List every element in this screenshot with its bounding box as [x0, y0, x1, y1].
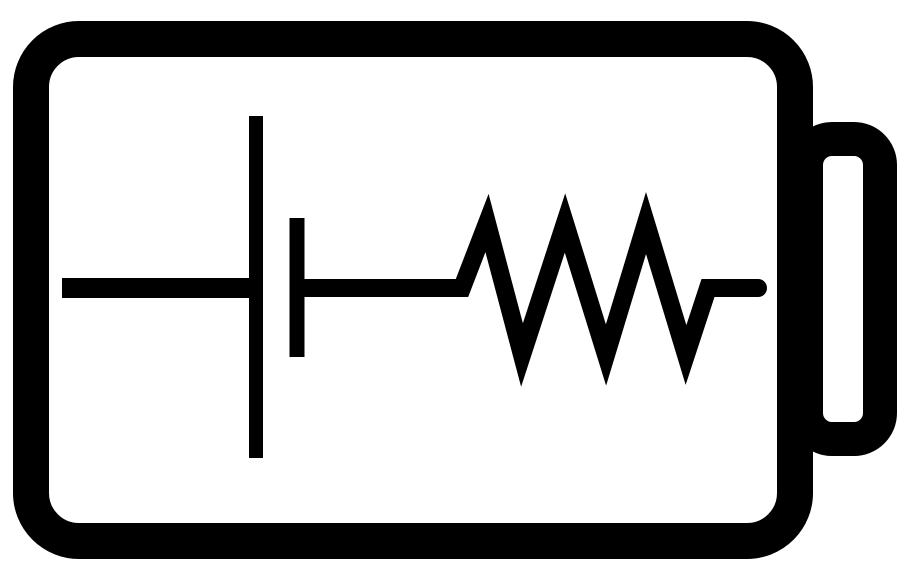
resistor-zigzag-symbol [295, 191, 767, 387]
battery-terminal [789, 122, 897, 456]
